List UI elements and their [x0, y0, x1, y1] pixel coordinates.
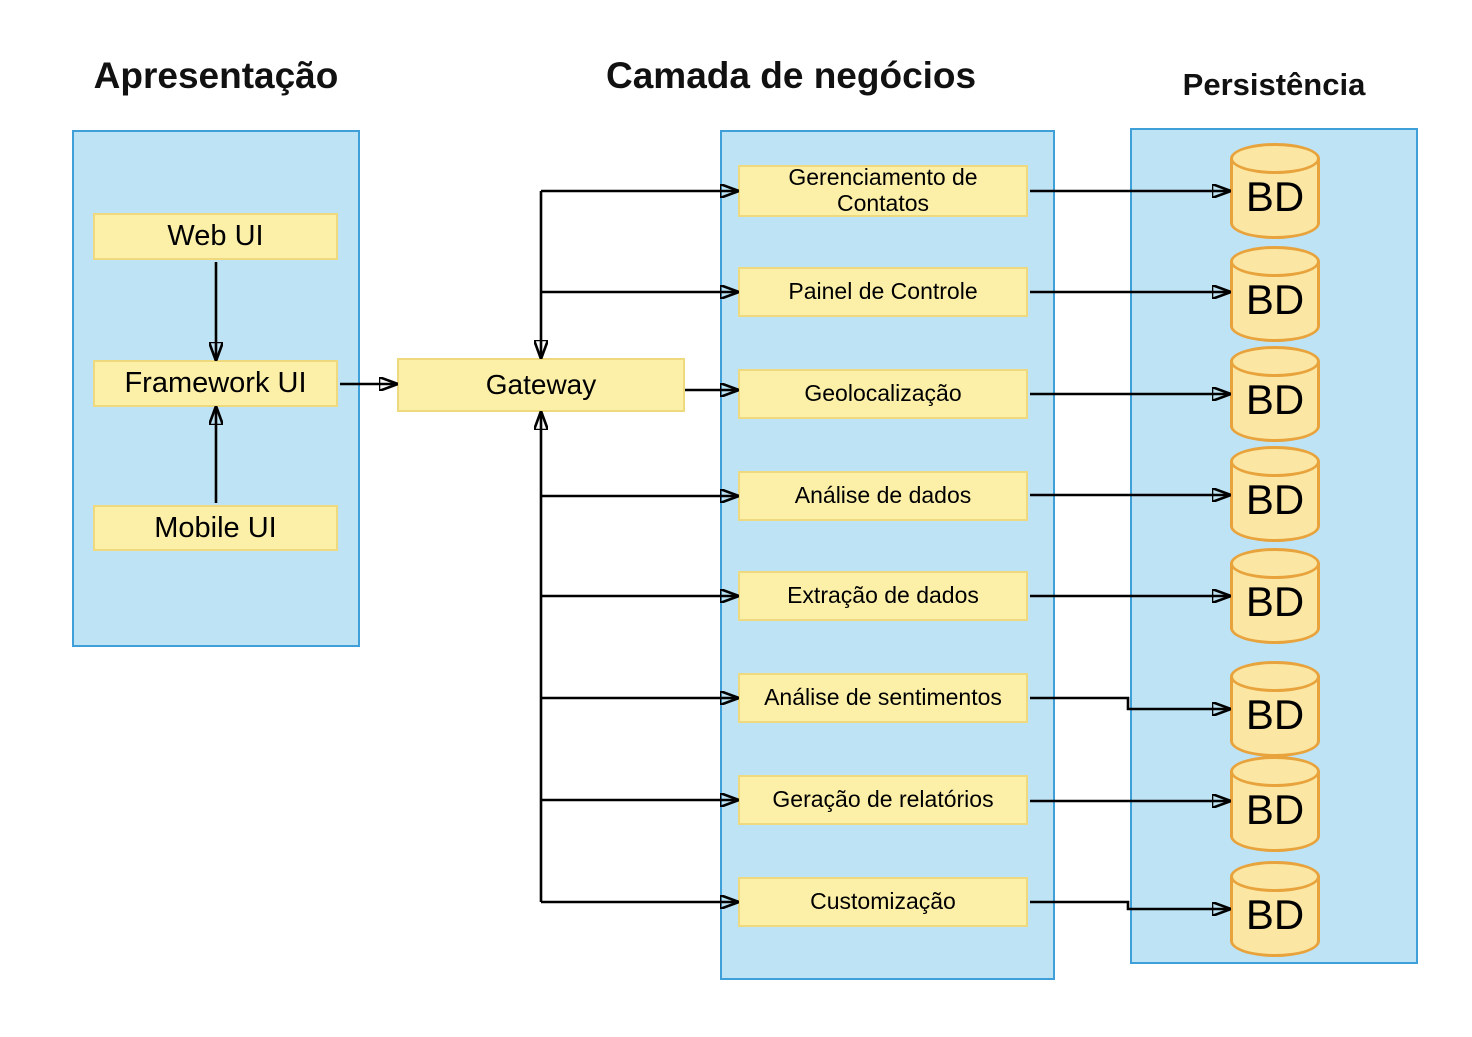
db-label: BD: [1245, 476, 1305, 523]
layer-title-persistence: Persistência: [1182, 67, 1366, 102]
service-box-painel-de-controle: Painel de Controle: [738, 267, 1028, 317]
service-label: Extração de dados: [787, 582, 979, 609]
service-label: Geolocalização: [804, 380, 962, 407]
db-cylinder-top: [1230, 756, 1320, 787]
db-cylinder-2: BD: [1230, 246, 1320, 342]
db-label: BD: [1245, 376, 1305, 423]
node-mobile-ui: Mobile UI: [93, 505, 338, 551]
service-label: Painel de Controle: [788, 278, 978, 305]
db-cylinder-top: [1230, 346, 1320, 377]
node-web-ui-label: Web UI: [167, 220, 264, 253]
layer-title-presentation: Apresentação: [93, 55, 339, 96]
service-box-geolocalizacao: Geolocalização: [738, 369, 1028, 419]
service-label: Análise de dados: [794, 482, 972, 509]
node-framework-ui: Framework UI: [93, 360, 338, 407]
db-label: BD: [1245, 276, 1305, 323]
service-box-extracao-de-dados: Extração de dados: [738, 571, 1028, 621]
service-box-customizacao: Customização: [738, 877, 1028, 927]
node-web-ui: Web UI: [93, 213, 338, 260]
db-cylinder-top: [1230, 246, 1320, 277]
db-cylinder-3: BD: [1230, 346, 1320, 442]
db-cylinder-1: BD: [1230, 143, 1320, 239]
service-box-analise-de-sentimentos: Análise de sentimentos: [738, 673, 1028, 723]
business-layer-container: [720, 130, 1055, 980]
db-cylinder-top: [1230, 548, 1320, 579]
node-gateway: Gateway: [397, 358, 685, 412]
db-cylinder-5: BD: [1230, 548, 1320, 644]
node-gateway-label: Gateway: [485, 369, 597, 401]
db-cylinder-top: [1230, 143, 1320, 174]
node-mobile-ui-label: Mobile UI: [154, 511, 277, 544]
db-label: BD: [1245, 173, 1305, 220]
service-label: Gerenciamento de Contatos: [788, 164, 978, 216]
service-label: Customização: [810, 888, 956, 915]
service-box-analise-de-dados: Análise de dados: [738, 471, 1028, 521]
db-label: BD: [1245, 578, 1305, 625]
db-label: BD: [1245, 691, 1305, 738]
db-label: BD: [1245, 786, 1305, 833]
db-label: BD: [1245, 891, 1305, 938]
layer-title-business: Camada de negócios: [606, 55, 977, 96]
db-cylinder-6: BD: [1230, 661, 1320, 757]
node-framework-ui-label: Framework UI: [124, 367, 307, 400]
db-cylinder-top: [1230, 661, 1320, 692]
db-cylinder-8: BD: [1230, 861, 1320, 957]
service-box-geracao-de-relatorios: Geração de relatórios: [738, 775, 1028, 825]
db-cylinder-top: [1230, 446, 1320, 477]
db-cylinder-top: [1230, 861, 1320, 892]
db-cylinder-7: BD: [1230, 756, 1320, 852]
service-box-gerenciamento-de-contatos: Gerenciamento de Contatos: [738, 164, 1028, 217]
service-label: Análise de sentimentos: [764, 684, 1002, 711]
db-cylinder-4: BD: [1230, 446, 1320, 542]
service-label: Geração de relatórios: [772, 786, 994, 813]
